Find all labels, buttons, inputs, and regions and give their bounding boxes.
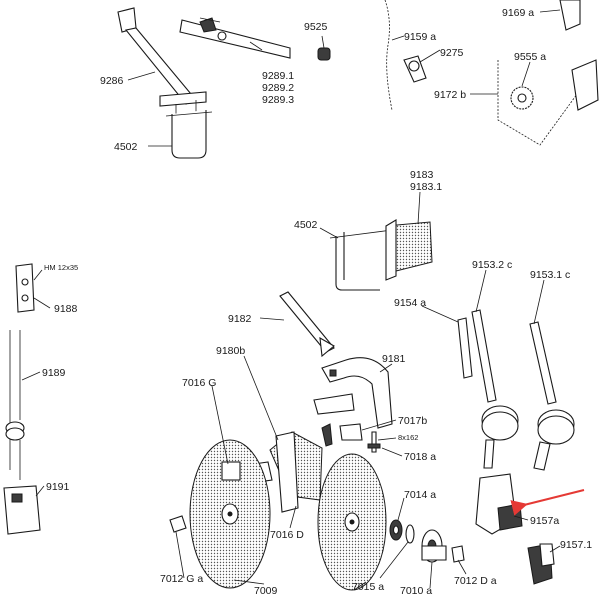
part-9289-arm (179, 17, 291, 59)
part-9181-bracket (313, 357, 393, 429)
part-9154a-rod (457, 317, 473, 379)
label-9183: 9183 (410, 169, 434, 181)
pointer-arrow (510, 489, 585, 516)
label-9157-1: 9157.1 (560, 539, 592, 551)
label-9525: 9525 (304, 21, 328, 33)
label-9189: 9189 (42, 367, 66, 379)
label-9172b: 9172 b (434, 89, 466, 101)
label-7012Ga: 7012 G a (160, 573, 203, 585)
label-9289-3: 9289.3 (262, 94, 294, 106)
label-9181: 9181 (382, 353, 406, 365)
label-9159a: 9159 a (404, 31, 436, 43)
part-7012Ga-bolt (169, 515, 187, 533)
label-8x162: 8x162 (398, 433, 418, 442)
part-9188-clip (15, 263, 35, 313)
label-9153-2c: 9153.2 c (472, 259, 512, 271)
part-9159a-spring (384, 0, 393, 111)
part-9525-nut (317, 47, 331, 61)
part-7015a-washer (405, 524, 415, 544)
part-9153-2c-spring (471, 309, 519, 469)
part-7016D-disc (317, 453, 387, 591)
label-9183-1: 9183.1 (410, 181, 442, 193)
label-7010a: 7010 a (400, 585, 432, 597)
part-9555a-sprocket (510, 86, 534, 110)
label-7009: 7009 (254, 585, 278, 597)
part-7017b-fastener (321, 423, 363, 447)
label-9191: 9191 (46, 481, 70, 493)
part-9191-plate (3, 485, 41, 535)
label-9153-1c: 9153.1 c (530, 269, 570, 281)
leader-lines (21, 9, 561, 591)
part-9182-arm (279, 291, 335, 358)
part-7010a-hub (421, 529, 447, 563)
label-7012Da: 7012 D a (454, 575, 497, 587)
part-9169a-bracket (559, 0, 599, 111)
part-4502-ubolt-mid (329, 229, 393, 291)
part-9189-rod-spring (5, 330, 25, 480)
label-4502-mid: 4502 (294, 219, 318, 231)
label-7014a: 7014 a (404, 489, 436, 501)
label-7016G: 7016 G (182, 377, 216, 389)
label-7017b: 7017b (398, 415, 427, 427)
part-7014a-bearing (389, 519, 403, 541)
label-7018a: 7018 a (404, 451, 436, 463)
part-labels: 9286 9289.1 9289.2 9289.3 9525 4502 9159… (42, 7, 592, 597)
label-7015a: 7015 a (352, 581, 384, 593)
part-9275-fitting (403, 55, 427, 83)
label-9182: 9182 (228, 313, 252, 325)
part-7012Da-bolt (451, 545, 465, 563)
part-4502-ubolt-top (165, 110, 213, 159)
label-9188: 9188 (54, 303, 78, 315)
label-9289-1: 9289.1 (262, 70, 294, 82)
label-7016D: 7016 D (270, 529, 304, 541)
part-9183-clamp (385, 219, 433, 281)
label-hm-12x35: HM 12x35 (44, 263, 78, 272)
label-9286: 9286 (100, 75, 124, 87)
part-7016G-disc (189, 439, 271, 589)
label-9555a: 9555 a (514, 51, 546, 63)
part-9286-bracket (117, 7, 207, 116)
part-9172b-chain (497, 60, 581, 146)
label-9157a: 9157a (530, 515, 559, 527)
part-8x162-pin (367, 431, 381, 453)
label-4502-top: 4502 (114, 141, 138, 153)
label-9169a: 9169 a (502, 7, 534, 19)
label-9180b: 9180b (216, 345, 245, 357)
label-9154a: 9154 a (394, 297, 426, 309)
label-9275: 9275 (440, 47, 464, 59)
part-9157-1-blade (527, 543, 555, 585)
label-9289-2: 9289.2 (262, 82, 294, 94)
part-9157a-blade (475, 473, 523, 535)
part-9153-1c-spring (529, 321, 575, 471)
